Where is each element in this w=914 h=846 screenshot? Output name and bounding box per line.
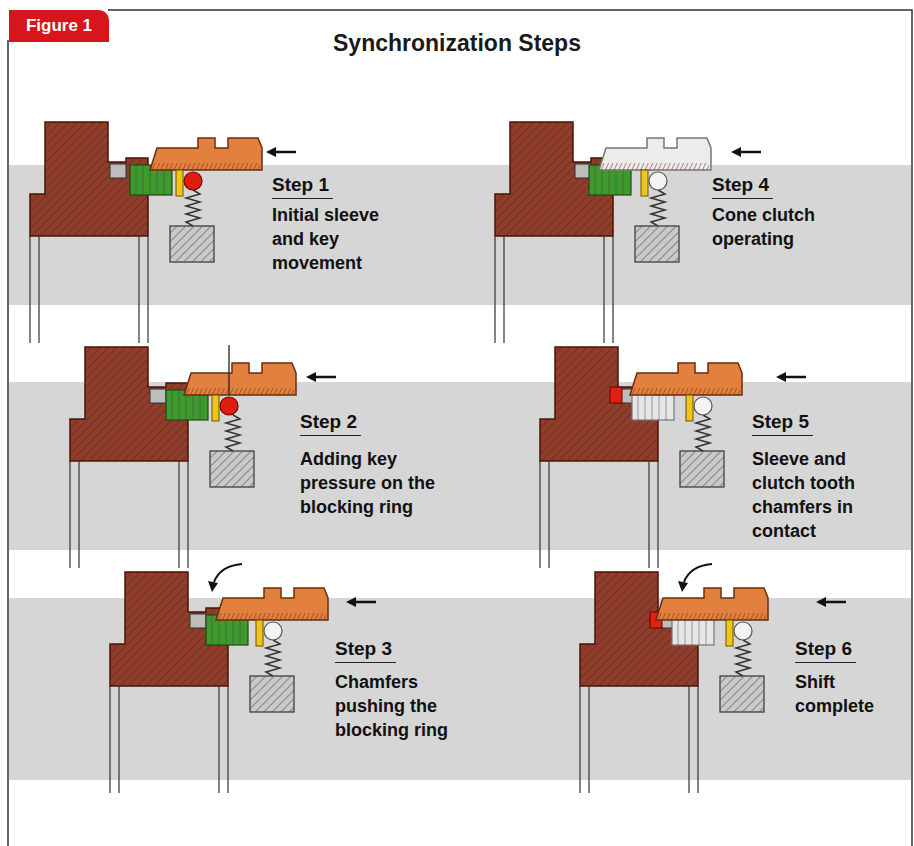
step-description: Chamfers pushing the blocking ring: [335, 670, 463, 742]
sleeve: [150, 138, 262, 170]
step-heading-block: Step 1: [272, 174, 333, 199]
step-heading: Step 6: [795, 638, 856, 663]
step-description-block: Chamfers pushing the blocking ring: [335, 670, 463, 742]
figure-tab: Figure 1: [9, 10, 109, 42]
sleeve: [216, 588, 328, 620]
step-description: Sleeve and clutch tooth chamfers in cont…: [752, 447, 884, 543]
pressure-line: [228, 345, 229, 395]
engage-arrow: [678, 564, 712, 592]
step-description-block: Cone clutch operating: [712, 203, 862, 251]
sleeve: [599, 138, 711, 170]
tab-label: Figure 1: [26, 16, 92, 36]
sleeve: [184, 363, 296, 395]
title-block: Synchronization Steps: [0, 30, 914, 57]
step-description: Adding key pressure on the blocking ring: [300, 447, 450, 519]
key-ball: [176, 170, 202, 196]
gear-body: [70, 347, 188, 568]
step-heading: Step 4: [712, 174, 773, 199]
step-description: Shift complete: [795, 670, 895, 718]
shift-arrow: [306, 372, 336, 382]
step-heading: Step 5: [752, 411, 813, 436]
key-ball: [256, 620, 282, 646]
step-description-block: Sleeve and clutch tooth chamfers in cont…: [752, 447, 884, 543]
key-ball: [686, 395, 712, 421]
step-heading: Step 2: [300, 411, 361, 436]
push-arrow: [208, 564, 242, 592]
shift-arrow: [266, 147, 296, 157]
step-heading-block: Step 4: [712, 174, 773, 199]
sleeve: [656, 588, 768, 620]
clutch-chamfer: [610, 387, 622, 403]
hub-spring: [635, 190, 679, 262]
step-description-block: Shift complete: [795, 670, 895, 718]
diagram-title: Synchronization Steps: [333, 30, 581, 56]
gear-body: [110, 572, 228, 793]
step-heading: Step 1: [272, 174, 333, 199]
hub-spring: [250, 640, 294, 712]
step-heading-block: Step 3: [335, 638, 396, 663]
step-description-block: Initial sleeve and key movement: [272, 203, 412, 275]
shift-arrow: [346, 597, 376, 607]
key-ball: [641, 170, 667, 196]
hub-spring: [170, 190, 214, 262]
gear-body: [495, 122, 613, 343]
step-2-section: [70, 345, 336, 568]
key-ball: [726, 620, 752, 646]
step-description: Cone clutch operating: [712, 203, 862, 251]
shift-arrow: [731, 147, 761, 157]
sleeve: [630, 363, 742, 395]
key-ball: [212, 395, 238, 421]
step-1-section: [30, 122, 296, 343]
step-heading-block: Step 5: [752, 411, 813, 436]
step-heading-block: Step 2: [300, 411, 361, 436]
figure-frame: [8, 10, 912, 846]
hub-spring: [680, 415, 724, 487]
step-description: Initial sleeve and key movement: [272, 203, 412, 275]
hub-spring: [210, 415, 254, 487]
shift-arrow: [816, 597, 846, 607]
step-heading-block: Step 6: [795, 638, 856, 663]
shift-arrow: [776, 372, 806, 382]
step-heading: Step 3: [335, 638, 396, 663]
step-description-block: Adding key pressure on the blocking ring: [300, 447, 450, 519]
hub-spring: [720, 640, 764, 712]
gear-body: [30, 122, 148, 343]
